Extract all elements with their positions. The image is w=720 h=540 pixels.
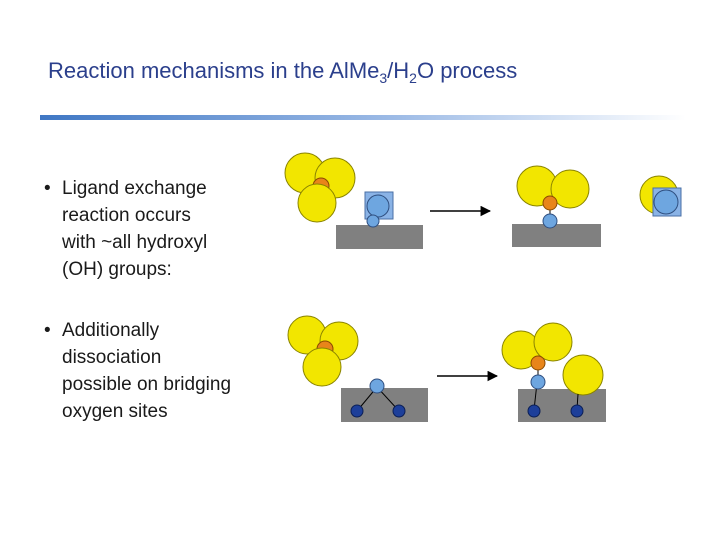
methyl-ligand [562,354,604,396]
row2-before-surface [341,378,428,422]
row1-after [512,165,601,247]
bullet-line: reaction occurs [62,205,191,226]
aluminum-atom [530,355,546,371]
bullet-ligand-exchange: • Ligand exchange reaction occurs with ~… [44,175,207,283]
surface-atom [392,404,406,418]
title-underline [40,115,686,120]
row1-methane-product [639,175,682,217]
slide-title: Reaction mechanisms in the AlMe3/H2O pro… [48,58,518,86]
bullet-line: (OH) groups: [62,259,172,280]
hydroxyl-oxygen [366,214,380,228]
hydroxyl-oxygen [542,213,558,229]
bullet-line: with ~all hydroxyl [62,232,208,253]
surface-atom [350,404,364,418]
row2-before-molecule [287,315,359,387]
substrate-surface [341,388,428,422]
row2-after [501,322,606,422]
methyl-ligand [550,169,590,209]
hydrogen-atom [653,189,679,215]
bullet-line: Ligand exchange [62,178,207,199]
aluminum-atom [542,195,558,211]
hydrogen-atom [366,194,390,218]
bullet-line: oxygen sites [62,401,168,422]
bullet-dissociation: • Additionally dissociation possible on … [44,317,231,425]
bullet-line: Additionally [62,320,160,341]
substrate-surface [512,224,601,247]
bullet-line: possible on bridging [62,374,232,395]
surface-atom [527,404,541,418]
bullet-line: dissociation [62,347,162,368]
bullet-marker: • [44,320,51,341]
methyl-ligand [297,183,337,223]
surface-atom [570,404,584,418]
bullet-marker: • [44,178,51,199]
row1-before-molecule [284,152,356,223]
row1-before-surface [336,191,423,249]
methyl-ligand [533,322,573,362]
substrate-surface [336,225,423,249]
oxygen-atom [530,374,546,390]
bridging-oxygen [369,378,385,394]
methyl-ligand [302,347,342,387]
